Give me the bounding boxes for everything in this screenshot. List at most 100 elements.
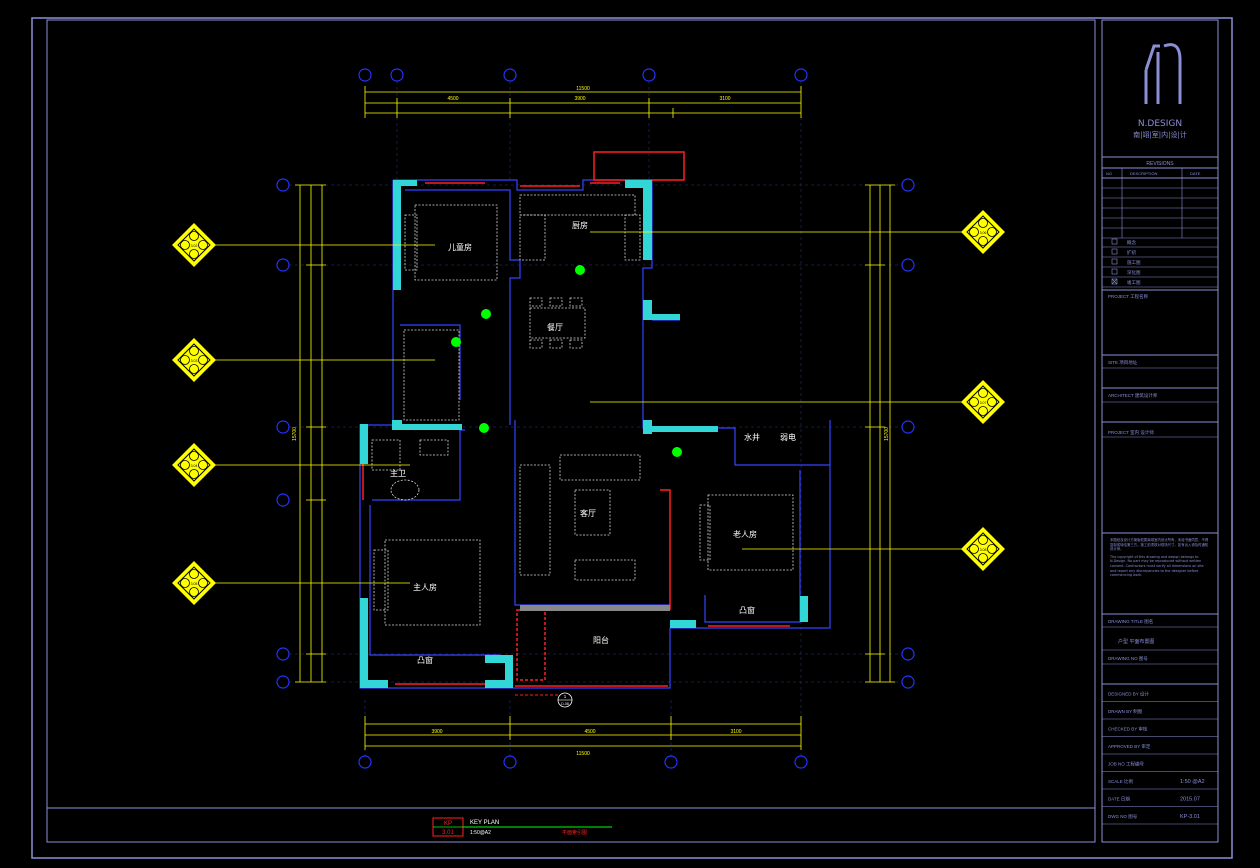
checklist-box[interactable]: [1111, 258, 1118, 265]
drawing-no-label: DRAWING NO 图号: [1108, 656, 1148, 662]
dim-top-seg-3: 3100: [719, 96, 730, 102]
index-symbol-ref: 3.03: [191, 359, 198, 363]
dim-top-total: 11500: [576, 86, 590, 92]
index-symbol: 3.06: [961, 210, 1005, 254]
dim-top-seg-2: 3900: [574, 96, 585, 102]
checklist-check-mark: [1111, 278, 1118, 285]
checklist-label: 竣工图: [1127, 279, 1141, 286]
leader-lines: [214, 231, 962, 584]
index-symbol: 3.05: [172, 561, 216, 605]
dim-bot-seg-1: 3900: [431, 729, 442, 735]
key-plan-label: KEY PLAN: [470, 820, 499, 826]
checklist-box[interactable]: [1111, 268, 1118, 275]
title-block-row-value: 2015.07: [1180, 797, 1200, 803]
furniture: [371, 194, 794, 626]
room-label-bay-window-1: 凸窗: [417, 655, 433, 665]
notes: 本图纸及设计方案版权属南翊室内设计所有，未经书面同意，不得复制或转给第三方。施工…: [1110, 538, 1209, 578]
title-block-row-label: DWG NO 图号: [1108, 814, 1138, 820]
drawing-title: 户型 平面布置图: [1118, 638, 1154, 645]
key-plan-tag-top: KP: [444, 821, 452, 827]
index-symbol: 3.08: [961, 527, 1005, 571]
index-symbol-ref: 3.04: [191, 464, 198, 468]
dim-bot-seg-3: 3100: [730, 729, 741, 735]
architect-label: ARCHITECT 建筑设计师: [1108, 392, 1158, 399]
room-label-balcony: 阳台: [593, 635, 609, 645]
dim-bottom-total: 11500: [576, 751, 590, 757]
key-plan-tag-bottom: 3.01: [442, 830, 454, 836]
notes-cn: 本图纸及设计方案版权属南翊室内设计所有，未经书面同意，不得复制或转给第三方。施工…: [1110, 538, 1209, 552]
brand-name: N.DESIGN: [1138, 119, 1182, 129]
index-symbol-ref: 3.02: [191, 244, 198, 248]
brand-subtitle: 南|翊|室|内|设|计: [1133, 130, 1187, 139]
room-label-master-bedroom: 主人房: [413, 582, 437, 592]
room-label-dining: 餐厅: [547, 323, 563, 332]
room-label-living: 客厅: [580, 508, 596, 518]
walls: [359, 151, 831, 689]
drawing-frame: [46, 19, 1096, 843]
notes-en: The copyright of this drawing and design…: [1110, 554, 1204, 578]
title-block-row-label: DATE 日期: [1108, 797, 1130, 803]
index-symbol: 3.03: [172, 338, 216, 382]
site-label: SITE 项目地址: [1108, 359, 1138, 366]
title-block-row-value: 1:50 @A2: [1180, 779, 1205, 785]
door-markers: [451, 265, 682, 457]
checklist-label: 概念: [1127, 239, 1136, 246]
checklist-box[interactable]: [1111, 248, 1118, 255]
index-symbol: 3.02: [172, 223, 216, 267]
title-block-row-value: KP-3.01: [1180, 814, 1200, 820]
title-block-row-label: APPROVED BY 审定: [1108, 743, 1151, 750]
room-label-master-bath: 主卫: [390, 468, 406, 478]
room-label-kitchen: 厨房: [572, 220, 588, 230]
checklist-label: 施工图: [1127, 259, 1141, 266]
dim-bot-seg-2: 4500: [584, 729, 595, 735]
title-block-row-label: JOB NO 工程编号: [1108, 761, 1145, 768]
title-block-row-label: DRAWN BY 制图: [1108, 708, 1143, 715]
title-block-row-label: DESIGNED BY 设计: [1108, 691, 1149, 698]
checklist-label: 深化图: [1127, 269, 1141, 276]
section-mark-sheet: D-08: [561, 702, 569, 706]
index-symbol-ref: 3.07: [980, 401, 987, 405]
dim-right-total: 15700: [884, 427, 890, 441]
room-label-water-shaft: 水井: [744, 432, 760, 442]
dimension-lines: [295, 86, 895, 750]
room-label-elderly-room: 老人房: [733, 529, 757, 539]
rev-col-desc: DESCRIPTION: [1130, 171, 1157, 176]
index-symbol: 3.04: [172, 443, 216, 487]
project-label: PROJECT 工程名称: [1108, 293, 1149, 300]
room-label-kids-room: 儿童房: [448, 242, 472, 252]
rev-col-date: DATE: [1190, 171, 1201, 176]
index-symbol-ref: 3.08: [980, 548, 987, 552]
checklist-box[interactable]: [1111, 278, 1118, 285]
checklist-label: 扩初: [1127, 249, 1136, 256]
outer-border: [31, 17, 1233, 859]
section-mark-num: 1: [564, 694, 567, 699]
rev-col-no: NO: [1106, 171, 1112, 176]
axis-grid: [276, 68, 915, 769]
revisions-header: REVISIONS: [1146, 161, 1174, 167]
key-plan-subtitle: 平面索引图: [562, 829, 587, 836]
index-symbols: 3.02 3.03 3.04 3.05 3.06 3.07 3.08: [172, 210, 1005, 605]
index-symbol-ref: 3.05: [191, 582, 198, 586]
section-mark: 1 D-08: [515, 692, 573, 708]
title-block-row-label: CHECKED BY 审核: [1108, 726, 1148, 733]
title-block: N.DESIGN 南|翊|室|内|设|计 REVISIONS NO DESCRI…: [1101, 19, 1219, 843]
designer-label: PROJECT 室内 设计师: [1108, 429, 1154, 436]
index-symbol-ref: 3.06: [980, 231, 987, 235]
room-label-bay-window-2: 凸窗: [739, 605, 755, 615]
key-plan-scale: 1:50@A2: [470, 830, 491, 836]
checklist-box[interactable]: [1111, 238, 1118, 245]
index-symbol: 3.07: [961, 380, 1005, 424]
title-block-row-label: SCALE 比例: [1108, 778, 1134, 785]
brand-logo: [1144, 43, 1182, 104]
dimension-texts: 11500 4500 3900 3100 3900 4500 3100 1150…: [292, 86, 890, 757]
dim-left-total: 15700: [292, 427, 298, 441]
dim-top-seg-1: 4500: [447, 96, 458, 102]
drawing-title-label: DRAWING TITLE 图名: [1108, 618, 1153, 625]
key-plan-title: KP 3.01 KEY PLAN 1:50@A2 平面索引图: [432, 817, 612, 837]
room-label-weak-current: 弱电: [780, 432, 796, 442]
title-block-rows: DESIGNED BY 设计 DRAWN BY 制图 CHECKED BY 审核 AP…: [1102, 691, 1218, 825]
room-labels: 厨房 餐厅 客厅 阳台 主卫 主人房 凸窗 凸窗 老人房 水井 弱电 儿童房: [390, 220, 796, 665]
grid-lines: [289, 81, 902, 756]
